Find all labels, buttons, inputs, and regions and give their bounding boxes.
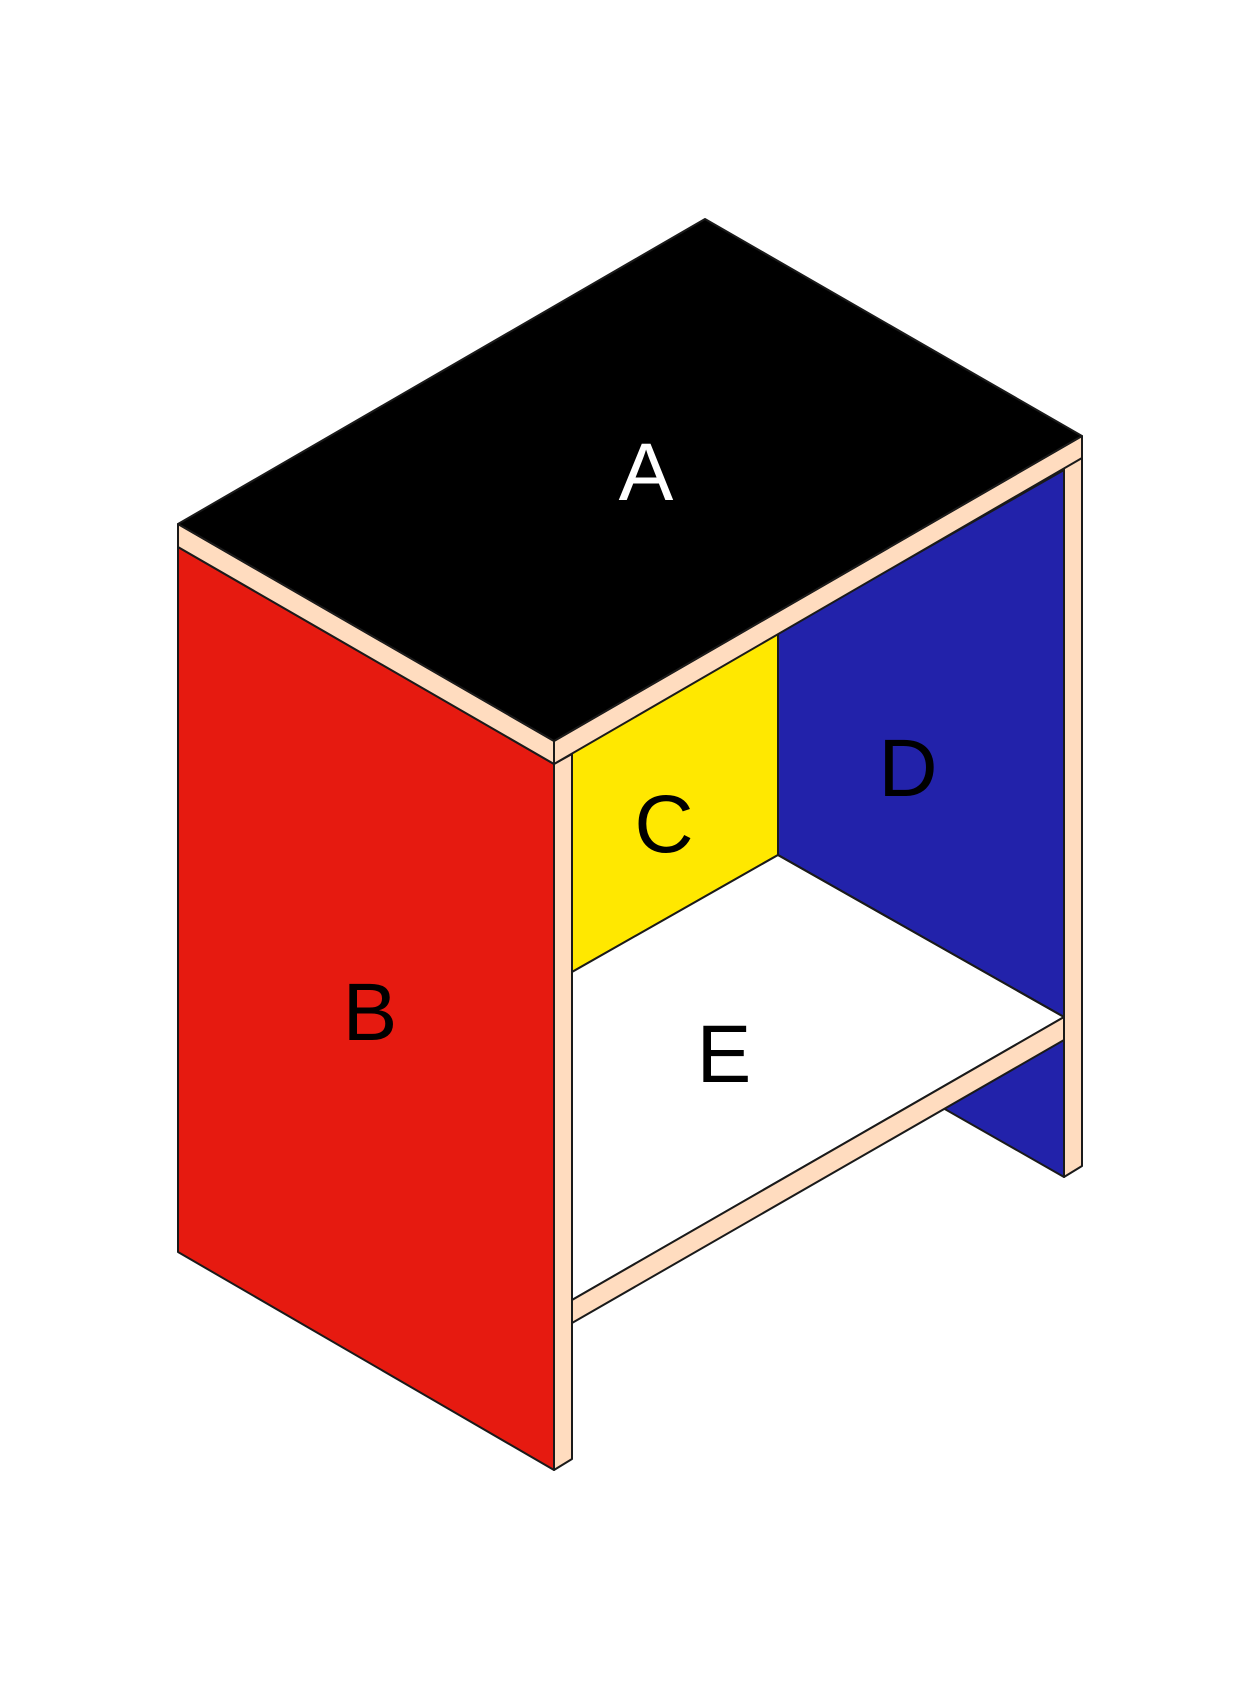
middle-leg-edge (553, 753, 573, 1471)
panel-b-label: B (343, 967, 398, 1058)
panel-a-label: A (619, 427, 674, 518)
panel-d-label: D (878, 723, 937, 814)
panel-c-label: C (634, 779, 693, 870)
panel-a (177, 218, 1083, 742)
panel-e-label: E (697, 1009, 752, 1100)
shelf-back-edge (777, 854, 1065, 1018)
right-leg-edge (1063, 449, 1083, 1178)
